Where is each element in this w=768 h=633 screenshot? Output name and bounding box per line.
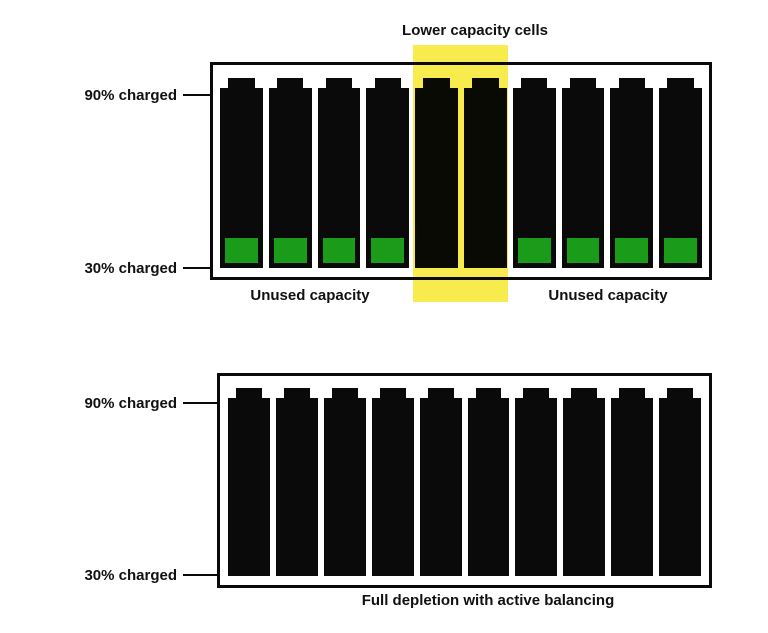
battery-body <box>366 88 410 268</box>
battery-terminal <box>569 78 597 88</box>
unused-capacity-right-caption: Unused capacity <box>548 287 668 304</box>
battery-cell <box>228 388 270 576</box>
battery-terminal <box>571 388 598 398</box>
battery-body <box>563 398 606 576</box>
battery-terminal <box>276 78 304 88</box>
lower-capacity-highlight-band <box>413 45 508 302</box>
top-30-charged-label: 30% charged <box>84 260 177 277</box>
battery-terminal <box>618 78 646 88</box>
battery-body <box>268 88 312 268</box>
full-depletion-caption: Full depletion with active balancing <box>361 592 615 609</box>
residual-charge-bar <box>615 238 649 263</box>
battery-body <box>323 398 366 576</box>
battery-terminal <box>379 388 406 398</box>
residual-charge-bar <box>371 238 405 263</box>
battery-cell <box>366 78 410 268</box>
battery-body <box>371 398 414 576</box>
battery-terminal <box>331 388 358 398</box>
bottom-30-charged-label: 30% charged <box>84 567 177 584</box>
battery-body <box>512 88 556 268</box>
battery-cell <box>467 388 510 576</box>
battery-body <box>419 398 462 576</box>
battery-cell <box>563 388 606 576</box>
battery-cell <box>561 78 605 268</box>
battery-cell <box>611 388 654 576</box>
bottom-battery-pack-panel <box>217 373 712 588</box>
battery-cell <box>268 78 312 268</box>
battery-terminal <box>235 388 262 398</box>
bottom-30-leader-line <box>183 574 218 576</box>
battery-cell <box>323 388 366 576</box>
battery-cell <box>419 388 462 576</box>
top-30-leader-line <box>183 267 211 269</box>
battery-terminal <box>374 78 402 88</box>
battery-cell <box>512 78 556 268</box>
battery-cell <box>220 78 263 268</box>
battery-terminal <box>619 388 646 398</box>
unused-capacity-left-caption: Unused capacity <box>250 287 370 304</box>
battery-terminal <box>523 388 550 398</box>
battery-terminal <box>427 388 454 398</box>
battery-terminal <box>283 388 310 398</box>
battery-terminal <box>228 78 255 88</box>
battery-cell <box>371 388 414 576</box>
residual-charge-bar <box>517 238 551 263</box>
residual-charge-bar <box>273 238 307 263</box>
battery-body <box>317 88 361 268</box>
residual-charge-bar <box>566 238 600 263</box>
battery-body <box>659 88 702 268</box>
battery-cell <box>317 78 361 268</box>
lower-capacity-cells-heading: Lower capacity cells <box>402 22 548 39</box>
battery-body <box>515 398 558 576</box>
top-90-leader-line <box>183 94 211 96</box>
battery-body <box>659 398 702 576</box>
battery-body <box>561 88 605 268</box>
battery-body <box>275 398 318 576</box>
battery-body <box>220 88 263 268</box>
residual-charge-bar <box>664 238 697 263</box>
battery-terminal <box>520 78 548 88</box>
battery-terminal <box>325 78 353 88</box>
battery-cell <box>610 78 654 268</box>
battery-terminal <box>475 388 502 398</box>
battery-body <box>611 398 654 576</box>
residual-charge-bar <box>225 238 258 263</box>
battery-body <box>610 88 654 268</box>
battery-cell <box>515 388 558 576</box>
battery-cell <box>659 388 702 576</box>
battery-cell <box>659 78 702 268</box>
battery-body <box>228 398 270 576</box>
top-90-charged-label: 90% charged <box>84 87 177 104</box>
bottom-90-leader-line <box>183 402 218 404</box>
battery-body <box>467 398 510 576</box>
battery-terminal <box>667 388 694 398</box>
battery-cell <box>275 388 318 576</box>
bottom-90-charged-label: 90% charged <box>84 395 177 412</box>
residual-charge-bar <box>322 238 356 263</box>
battery-terminal <box>667 78 694 88</box>
